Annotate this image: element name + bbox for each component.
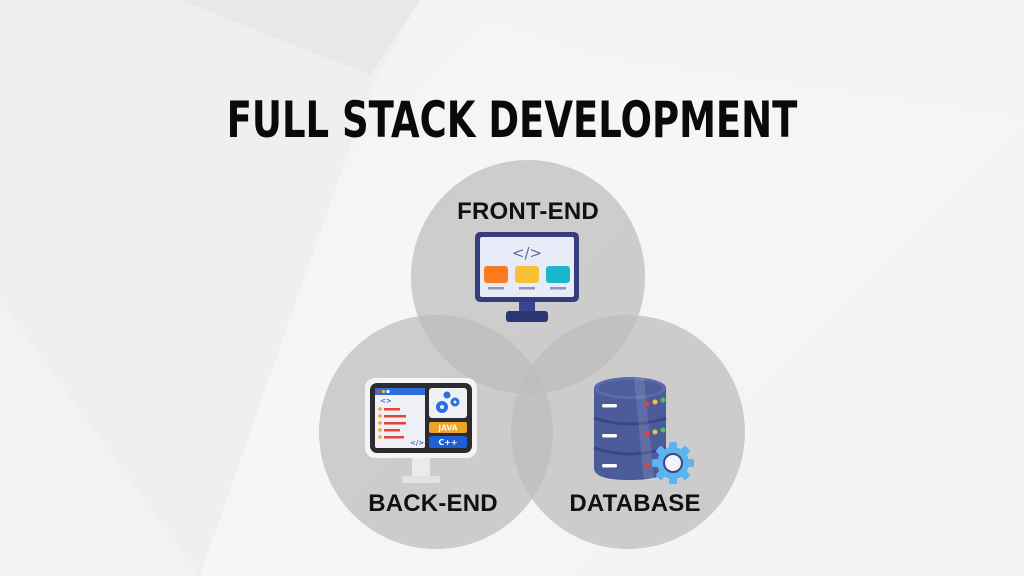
gears-icon xyxy=(436,391,460,413)
server-monitor-icon: <> </> JAVA C++ xyxy=(365,378,477,483)
badge-cpp: C++ xyxy=(438,438,457,447)
label-front-end: FRONT-END xyxy=(457,198,599,225)
svg-text:</>: </> xyxy=(410,439,424,447)
label-database: DATABASE xyxy=(569,490,701,517)
badge-java: JAVA xyxy=(437,424,457,433)
monitor-code-icon: </> xyxy=(475,232,579,322)
database-gear-icon xyxy=(593,377,694,484)
svg-text:<>: <> xyxy=(380,397,392,405)
page-title: FULL STACK DEVELOPMENT xyxy=(226,91,798,149)
gear-icon xyxy=(652,442,694,484)
code-glyph: </> xyxy=(512,244,542,262)
label-back-end: BACK-END xyxy=(368,490,498,517)
